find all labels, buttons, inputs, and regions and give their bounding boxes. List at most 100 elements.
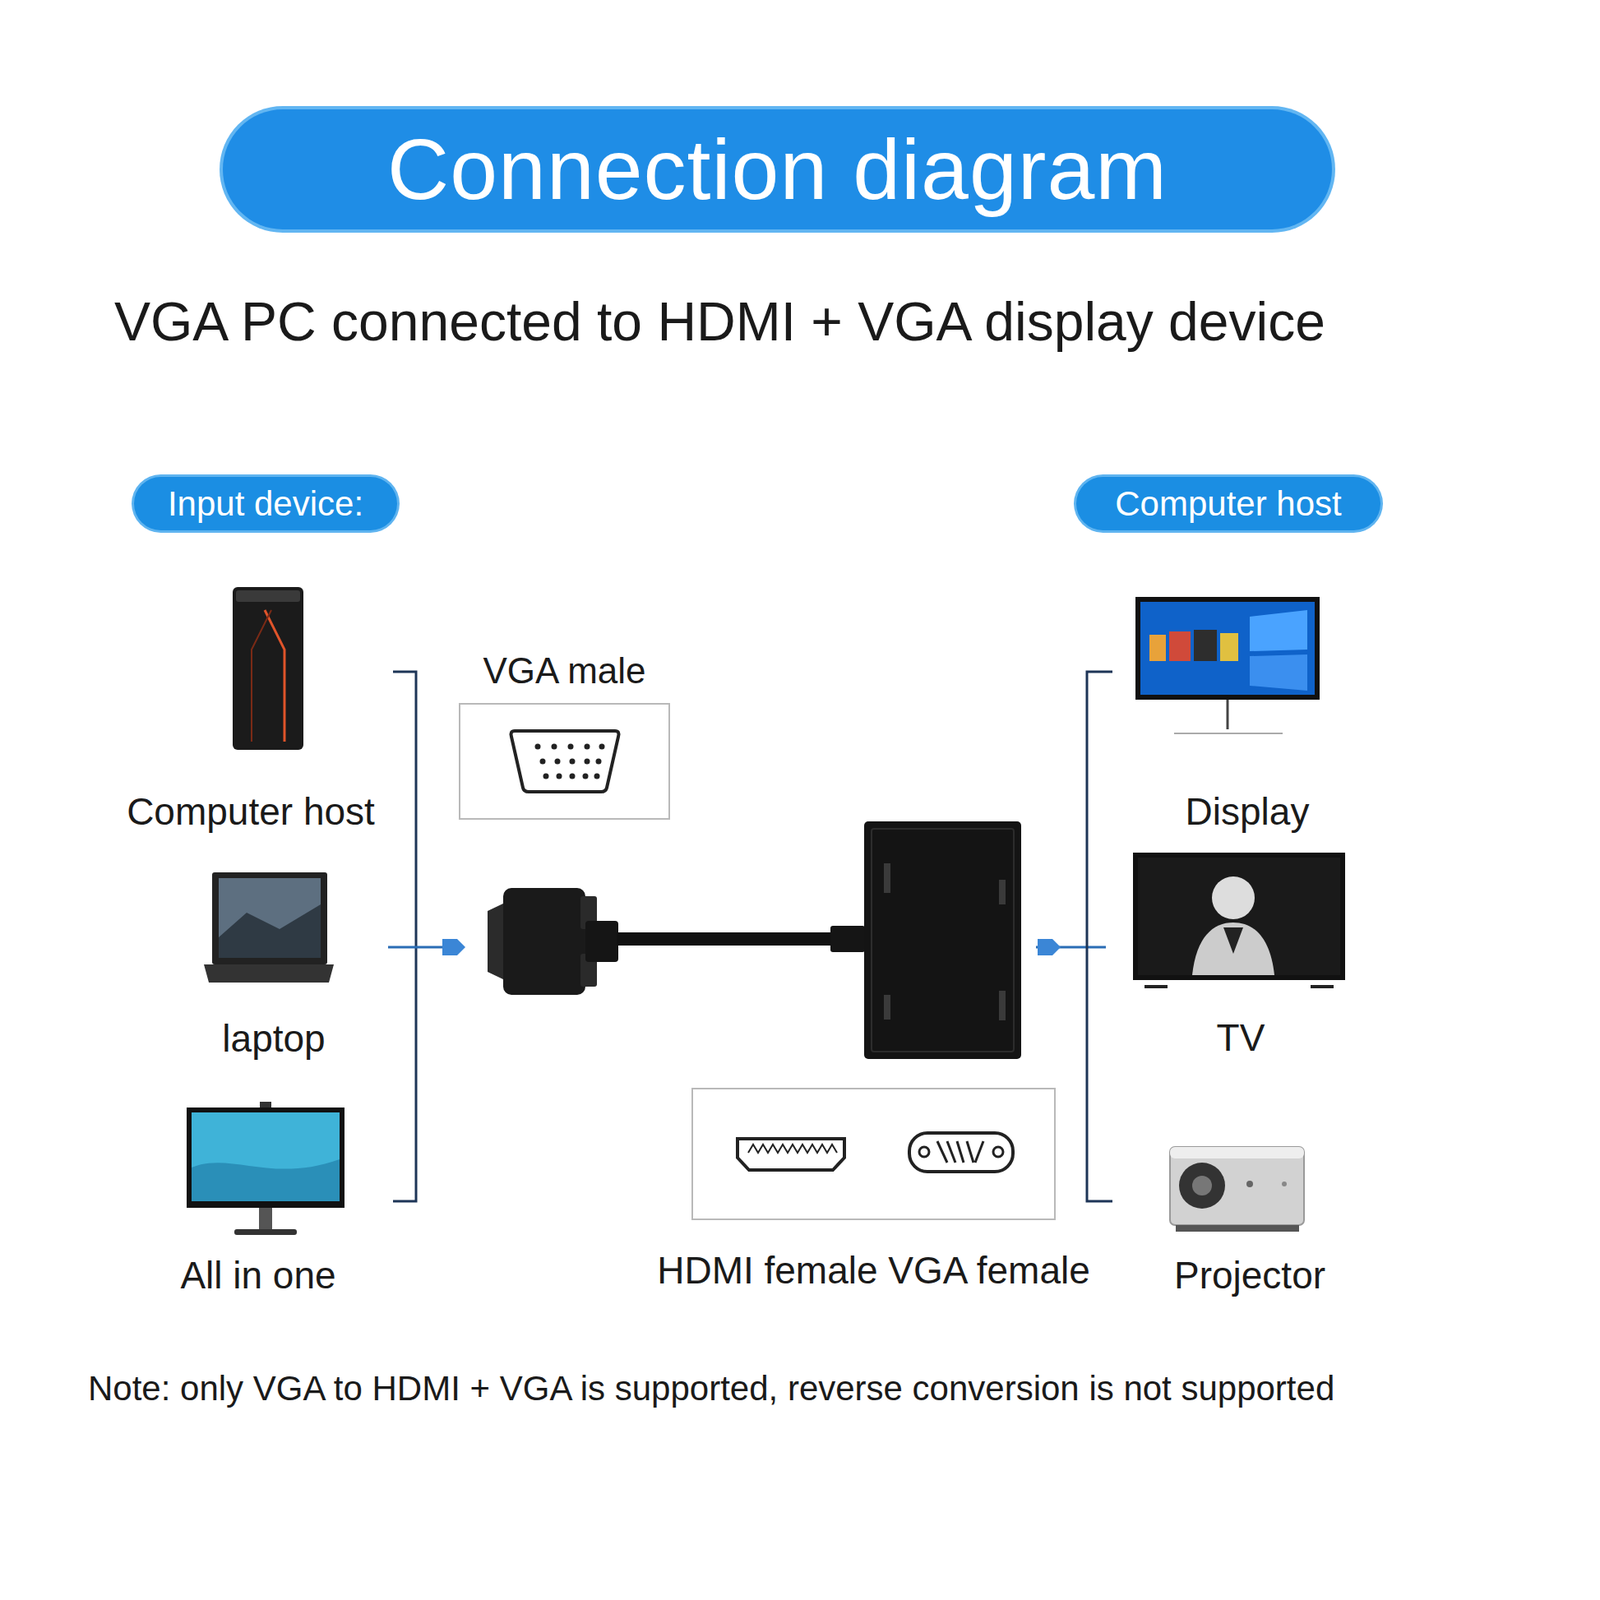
all-in-one [186,1101,345,1235]
section-pill: Computer host [1076,476,1381,531]
tower-top [235,590,301,602]
pin [596,758,602,765]
aio-frame [186,1107,345,1208]
monitor-frame [1135,596,1320,700]
aio-base [234,1229,297,1235]
tv-foot [1310,984,1334,989]
projector-lens [1179,1162,1226,1209]
tower-pc [232,587,304,750]
pin [551,744,558,750]
aio-stand [258,1207,273,1230]
port-marking [998,879,1006,905]
monitor-screen [1140,601,1315,695]
projector-top [1169,1146,1305,1159]
television [1132,852,1346,987]
hdmi-outline [737,1138,845,1170]
port-marking [883,863,891,893]
note: Note: only VGA to HDMI + VGA is supporte… [87,1368,1335,1409]
subtitle: VGA PC connected to HDMI + VGA display d… [114,290,1326,353]
pin [584,758,591,765]
strain-relief [830,925,865,953]
output-bracket [1086,671,1113,1202]
flow-arrowhead [1037,938,1061,956]
pin [535,744,542,750]
hdmi-female-icon [737,1138,845,1170]
tv-figure [1211,876,1255,920]
device-label: Display [1185,789,1310,834]
tower-stripe [251,610,272,742]
screw-hole [993,1146,1004,1157]
projector-body [1169,1146,1305,1226]
vga-adapter [487,821,1022,1059]
pin [569,758,576,765]
title-banner: Connection diagram [222,109,1332,230]
vga-female-outline [909,1132,1013,1172]
port-marking [883,994,891,1020]
pin [543,773,550,780]
vga-plug-body [503,887,586,995]
connector-inset: VGA male [458,702,671,820]
screen-tile [1220,633,1239,662]
pin [554,758,561,765]
projector-lens [1192,1175,1212,1196]
screen-tile [1193,629,1217,662]
flow-arrow [388,946,451,949]
adapter-edge [871,828,1014,1052]
hdmi-pins [748,1144,837,1153]
connector-label: VGA male [482,650,646,692]
screen-tile [1149,634,1166,662]
pin [599,744,606,750]
pill-label: Computer host [1114,484,1342,524]
input-bracket [393,671,417,1202]
tv-figure [1192,922,1275,976]
aio-screen [191,1112,340,1202]
screw-hole [919,1146,930,1157]
tv-foot [1144,984,1168,989]
section-pill: Input device: [134,476,398,531]
connector-label: HDMI female VGA female [656,1248,1091,1293]
projector-base [1175,1225,1300,1232]
vga-female-pins [937,1141,984,1163]
pin [569,773,576,780]
tower-case [232,587,304,750]
projector-light [1281,1181,1287,1187]
cable [616,932,833,946]
screen-logo [1249,654,1308,691]
laptop-screen [218,878,321,958]
monitor-stand [1226,699,1230,730]
monitor-base [1174,732,1283,735]
device-label: TV [1216,1015,1266,1060]
pin [582,773,589,780]
flow-arrowhead [442,938,466,956]
projector [1169,1146,1305,1232]
title: Connection diagram [387,120,1168,219]
port-marking [998,990,1006,1021]
device-label: All in one [180,1253,336,1298]
pin [568,744,574,750]
pin [594,773,601,780]
device-label: Computer host [126,789,375,834]
vga-female-icon [909,1132,1013,1172]
pin [540,758,546,765]
pin [584,744,591,750]
pill-label: Input device: [167,484,364,524]
tower-stripe [264,610,285,742]
vga-plug-shell [487,902,505,981]
laptop [203,872,334,983]
screen-logo [1249,610,1308,652]
vga-pins [535,744,606,780]
projector-light [1246,1180,1254,1188]
connector-inset: HDMI female VGA female [691,1087,1056,1221]
adapter-housing [864,821,1022,1059]
device-label: Projector [1174,1253,1326,1298]
pin [556,773,563,780]
vga-shell-outline [511,730,620,792]
laptop-wallpaper [218,904,321,958]
screen-tile [1169,631,1191,662]
display-monitor [1135,596,1320,734]
laptop-base [203,964,334,983]
vga-male-icon [511,730,620,792]
plug-boot [585,920,619,962]
device-label: laptop [221,1016,325,1061]
